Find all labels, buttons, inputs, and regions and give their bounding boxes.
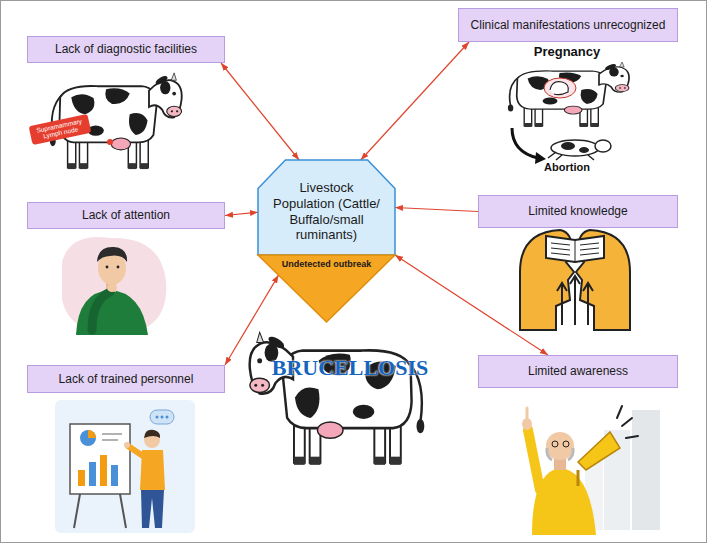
presenter-illustration-part: [80, 430, 96, 446]
megaphone-person-part: [522, 418, 532, 430]
cause-box: Lack of trained personnel: [27, 365, 225, 393]
cause-box: Limited knowledge: [478, 195, 678, 228]
megaphone-person-part: [546, 432, 574, 460]
presenter-illustration-part: [88, 430, 96, 438]
fetus-symbol-part: [550, 82, 568, 95]
text-holder: Limited awareness: [528, 364, 628, 378]
central-hexagon: Livestock Population (Cattle/ Buffalo/sm…: [258, 160, 395, 255]
central-hexagon-shape: [258, 160, 395, 255]
knowledge-heads-part: [546, 236, 604, 262]
megaphone-person-part: [547, 448, 573, 460]
presenter-illustration-part: [156, 416, 159, 419]
connector-arrow: [221, 63, 299, 160]
thinking-person-part: [97, 247, 127, 262]
presenter-illustration-part: [111, 465, 118, 486]
knowledge-heads-part: [551, 240, 599, 262]
presenter-illustration-part: [55, 400, 195, 533]
cow-illustration-part: [250, 332, 425, 465]
aborted-calf-part: [551, 140, 599, 156]
cause-box: Lack of attention: [27, 202, 225, 229]
megaphone-person-part: [526, 408, 529, 418]
megaphone-person-part: [563, 441, 569, 447]
megaphone-person-part: [578, 432, 620, 470]
fetus-symbol: [544, 78, 576, 98]
text-holder: Undetected outbreak: [282, 259, 372, 270]
presenter-illustration-part: [141, 490, 164, 528]
node-text: Lack of trained personnel: [59, 372, 194, 386]
cause-box: Limited awareness: [478, 355, 678, 388]
pregnant-cow-illustration: [508, 62, 629, 127]
megaphone-person-part: [632, 410, 660, 530]
knowledge-heads-part: [562, 278, 588, 325]
node-text: Undetected outbreak: [282, 259, 372, 270]
presenter-illustration: [55, 400, 195, 533]
presenter-illustration-part: [161, 416, 164, 419]
connector-arrow: [361, 42, 469, 160]
presenter-illustration-part: [102, 434, 122, 440]
outbreak-triangle: Undetected outbreak: [258, 255, 395, 322]
megaphone-person-part: [552, 441, 558, 447]
text-holder: Limited knowledge: [528, 204, 627, 218]
cause-box: Clinical manifestations unrecognized: [458, 8, 678, 42]
node-text: Lack of attention: [82, 208, 170, 222]
curved-arrow: [512, 128, 538, 158]
thinking-person: [62, 237, 166, 335]
lymph-node-dot: [107, 139, 113, 145]
presenter-illustration-part: [166, 416, 169, 419]
node-text: Clinical manifestations unrecognized: [471, 18, 666, 32]
megaphone-person-part: [528, 430, 540, 490]
node-text: Livestock Population (Cattle/ Buffalo/sm…: [268, 180, 385, 242]
text-holder: Lack of diagnostic facilities: [55, 42, 197, 56]
presenter-illustration-part: [124, 442, 130, 448]
aborted-calf-part: [561, 142, 575, 150]
outbreak-triangle-shape: [258, 255, 395, 322]
thinking-person-part: [92, 292, 110, 330]
aborted-calf: [548, 140, 611, 160]
caption-label: Pregnancy: [517, 44, 617, 59]
presenter-illustration-part: [128, 446, 143, 456]
text-holder: Lack of trained personnel: [59, 372, 194, 386]
aborted-calf-part: [595, 140, 611, 152]
fetus-symbol-part: [544, 78, 576, 98]
connector-arrow: [395, 208, 478, 212]
connector-arrow: [395, 255, 548, 355]
megaphone-person: [522, 406, 660, 535]
thinking-person-part: [62, 237, 166, 334]
text-holder: Livestock Population (Cattle/ Buffalo/sm…: [268, 180, 385, 242]
aborted-calf-part: [579, 147, 589, 153]
thinking-person-part: [106, 266, 109, 269]
megaphone-person-part: [577, 470, 580, 486]
disease-title: BRUCELLOSIS: [250, 355, 450, 381]
thinking-person-part: [76, 290, 148, 335]
presenter-illustration-part: [89, 462, 96, 486]
text-holder: Lack of attention: [82, 208, 170, 222]
node-text: Lack of diagnostic facilities: [55, 42, 197, 56]
aborted-calf-part: [548, 152, 594, 160]
thinking-person-part: [107, 284, 117, 292]
thinking-person-part: [117, 266, 120, 269]
pregnant-cow-illustration-part: [508, 62, 629, 127]
presenter-illustration-part: [70, 424, 130, 494]
megaphone-person-part: [617, 406, 638, 438]
text-holder: Clinical manifestations unrecognized: [471, 18, 666, 32]
cow-illustration: [250, 332, 425, 465]
connector-arrow: [225, 212, 258, 215]
knowledge-heads: [520, 230, 630, 330]
presenter-illustration-part: [150, 410, 174, 424]
connector-arrow: [225, 275, 279, 365]
node-text: Limited knowledge: [528, 204, 627, 218]
presenter-illustration-part: [74, 494, 126, 528]
presenter-illustration-part: [100, 455, 107, 486]
cause-box: Lack of diagnostic facilities: [27, 36, 225, 63]
presenter-illustration-part: [144, 430, 160, 438]
caption-label: Abortion: [517, 161, 617, 173]
presenter-illustration-part: [78, 470, 85, 486]
knowledge-heads-part: [557, 276, 593, 291]
node-text: Limited awareness: [528, 364, 628, 378]
